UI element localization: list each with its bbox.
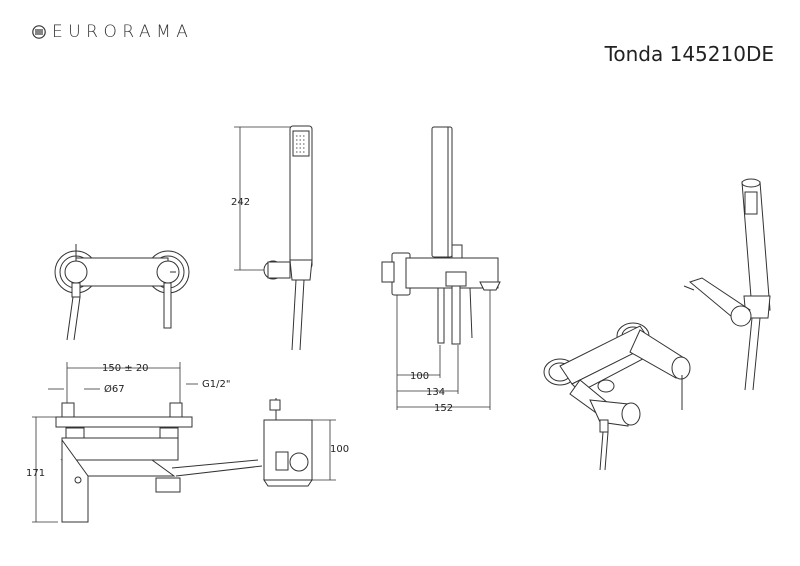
- brand-name: EURORAMA: [52, 22, 194, 42]
- dim-center-distance: 150 ± 20: [102, 363, 149, 374]
- mixer-front-view: 150 ± 20 Ø67 G1/2" 171 100: [26, 362, 349, 523]
- mixer-side-view: 100 134 152: [381, 126, 501, 414]
- mixer-3d-view: [543, 178, 771, 471]
- dim-depth-2: 134: [426, 387, 445, 398]
- dim-depth-3: 152: [434, 403, 453, 414]
- handshower-side-view: 242: [231, 125, 313, 351]
- model-title: Tonda 145210DE: [604, 42, 774, 66]
- dim-thread: G1/2": [202, 379, 230, 390]
- top-view: [54, 244, 190, 341]
- dim-depth-1: 100: [410, 371, 429, 382]
- dim-spout-height: 100: [330, 444, 349, 455]
- dim-total-height: 171: [26, 468, 45, 479]
- dim-handshower-height: 242: [231, 197, 250, 208]
- eurorama-logo-icon: [32, 25, 46, 39]
- brand-logo: EURORAMA: [32, 22, 193, 42]
- dim-rosette: Ø67: [104, 383, 125, 395]
